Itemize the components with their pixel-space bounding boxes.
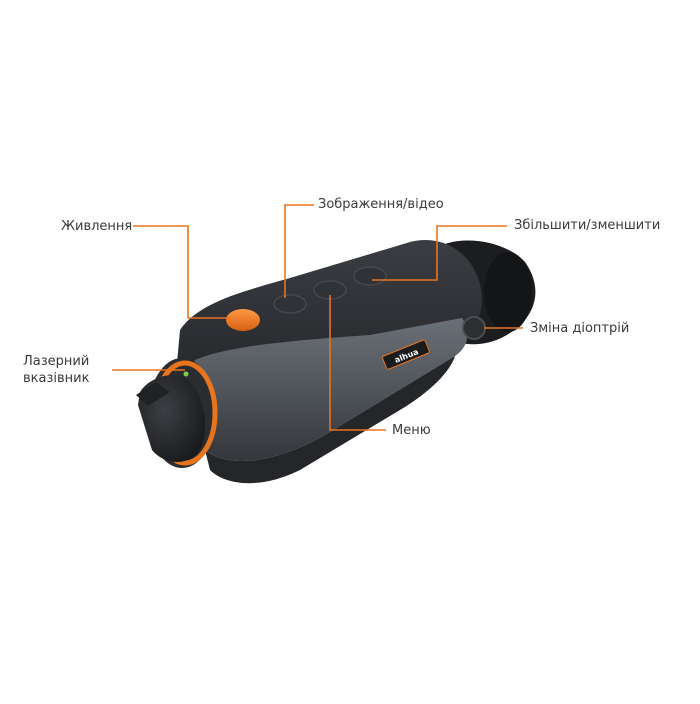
device-body-bottom (205, 356, 455, 484)
leader-lines (112, 204, 523, 431)
label-power: Живлення (61, 219, 133, 234)
label-menu: Меню (392, 423, 431, 438)
leader-image (284, 204, 314, 298)
leader-menu (329, 295, 386, 431)
label-zoom: Збільшити/зменшити (514, 218, 661, 233)
label-diopter: Зміна діоптрій (530, 321, 630, 336)
lens-cap-tab (136, 382, 170, 406)
label-image-video: Зображення/відео (318, 197, 444, 212)
diopter-knob (462, 316, 486, 340)
leader-zoom (372, 225, 507, 281)
zoom-button (353, 266, 387, 286)
laser-pointer-dot (183, 371, 189, 377)
label-laser-line1: Лазерний (23, 354, 90, 369)
image-video-button (273, 294, 307, 314)
power-button (226, 309, 260, 331)
leader-power (133, 225, 230, 319)
eyecup-rim (484, 252, 532, 332)
label-laser-line2: вказівник (23, 371, 90, 386)
label-laser-pointer: Лазерний вказівник (23, 353, 89, 387)
